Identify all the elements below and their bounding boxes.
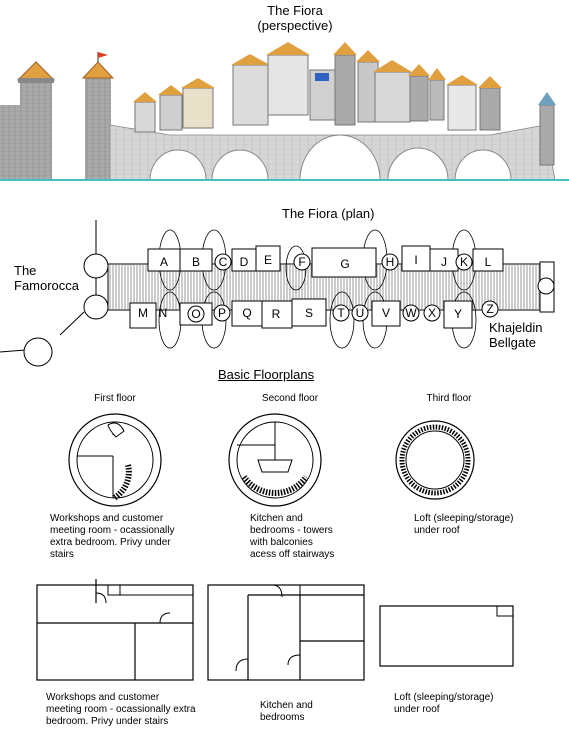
plan-houses — [129, 245, 504, 329]
plan-house-circle-z — [481, 300, 499, 318]
third-floor-round-plan — [395, 420, 475, 500]
second-floor-round-desc: Kitchen and bedrooms - towers with balco… — [250, 513, 390, 561]
plan-left-towers — [0, 220, 109, 367]
floorplans-heading: Basic Floorplans — [218, 367, 315, 382]
desc-line: Kitchen and — [250, 513, 303, 524]
third-floor-rect-plan — [379, 605, 514, 667]
second-floor-rect-plan — [207, 584, 365, 681]
plan-label-m: M — [138, 306, 148, 320]
desc-line: extra bedroom. Privy under — [50, 537, 171, 548]
plan-label-t: T — [337, 306, 345, 320]
plan-right-tower — [537, 261, 555, 313]
plan-label-x: X — [428, 306, 436, 320]
desc-line: meeting room - ocassionally extra — [46, 704, 196, 715]
plan-label-w: W — [405, 306, 417, 320]
desc-line: Loft (sleeping/storage) — [414, 513, 514, 524]
desc-line: with balconies — [250, 537, 313, 548]
plan-label-i: I — [414, 253, 417, 267]
plan-label-q: Q — [242, 306, 251, 320]
second-floor-title: Second floor — [261, 393, 319, 404]
plan-left-label-line2: Famorocca — [14, 278, 80, 293]
desc-line: under roof — [414, 525, 460, 536]
rect-floorplans — [36, 579, 514, 681]
bridge-buildings — [133, 42, 556, 166]
plan-label-c: C — [219, 255, 228, 269]
desc-line: meeting room - ocassionally — [50, 525, 175, 536]
plan-title: The Fiora (plan) — [282, 206, 375, 221]
plan-label-r: R — [272, 307, 281, 321]
plan-house-circle-o — [187, 305, 205, 323]
left-tower-1 — [16, 61, 56, 180]
desc-line: bedrooms — [260, 712, 305, 723]
plan-arches — [158, 229, 477, 349]
second-floor-round-plan — [228, 413, 322, 507]
plan-house-circle-h — [381, 253, 399, 271]
plan-label-a: A — [160, 255, 168, 269]
plan-house-circle-f — [293, 253, 311, 271]
desc-line: stairs — [50, 549, 74, 560]
perspective-title-line1: The Fiora — [267, 3, 323, 18]
plan-label-b: B — [192, 255, 200, 269]
desc-line: under roof — [394, 704, 440, 715]
plan-label-y: Y — [454, 307, 462, 321]
plan-house-circle-p — [213, 304, 231, 322]
plan-label-d: D — [240, 255, 249, 269]
plan-label-f: F — [298, 255, 305, 269]
plan-right-label-line2: Bellgate — [489, 335, 536, 350]
desc-line: bedrooms - towers — [250, 525, 333, 536]
bridge-body — [109, 124, 556, 181]
first-floor-round-desc: Workshops and customer meeting room - oc… — [50, 513, 220, 561]
plan-house-circle-w — [402, 304, 420, 322]
second-floor-rect-desc: Kitchen and bedrooms — [260, 700, 360, 724]
desc-line: bedroom. Privy under stairs — [46, 716, 169, 727]
plan-label-s: S — [305, 306, 313, 320]
plan-label-e: E — [264, 253, 272, 267]
plan-label-l: L — [485, 255, 492, 269]
first-floor-round-plan — [68, 413, 162, 507]
plan-right-label-line1: Khajeldin — [489, 320, 543, 335]
perspective-illustration — [0, 42, 569, 181]
plan-house-circle-u — [351, 304, 369, 322]
plan-label-u: U — [356, 306, 365, 320]
round-floorplans — [68, 413, 475, 507]
plan-label-n: N — [159, 306, 168, 320]
third-floor-rect-desc: Loft (sleeping/storage) under roof — [394, 692, 534, 716]
desc-line: Loft (sleeping/storage) — [394, 692, 494, 703]
first-floor-title: First floor — [94, 393, 136, 404]
perspective-title: The Fiora (perspective) — [240, 3, 350, 33]
perspective-title-line2: (perspective) — [257, 18, 333, 33]
plan-label-v: V — [382, 306, 390, 320]
plan-label-k: K — [460, 255, 468, 269]
first-floor-rect-plan — [36, 579, 194, 681]
plan-house-circle-k — [455, 253, 473, 271]
desc-line: Workshops and customer — [46, 692, 160, 703]
plan-label-z: Z — [486, 302, 493, 316]
plan-label-h: H — [386, 255, 395, 269]
plan-house-circle-t — [332, 304, 350, 322]
left-tower-2 — [81, 52, 115, 180]
third-floor-round-desc: Loft (sleeping/storage) under roof — [414, 513, 554, 537]
third-floor-title: Third floor — [426, 393, 472, 404]
plan-label-o: O — [191, 307, 200, 321]
first-floor-rect-desc: Workshops and customer meeting room - oc… — [46, 692, 226, 728]
plan-label-p: P — [218, 306, 226, 320]
plan-label-g: G — [340, 257, 349, 271]
desc-line: Workshops and customer — [50, 513, 164, 524]
plan-house-circle-x — [423, 304, 441, 322]
plan-house-circle-c — [214, 253, 232, 271]
plan-right-label: Khajeldin Bellgate — [489, 320, 543, 350]
plan-left-label: The Famorocca — [14, 263, 79, 293]
desc-line: acess off stairways — [250, 549, 335, 560]
plan-label-j: J — [441, 255, 447, 269]
desc-line: Kitchen and — [260, 700, 313, 711]
plan-left-label-line1: The — [14, 263, 37, 278]
